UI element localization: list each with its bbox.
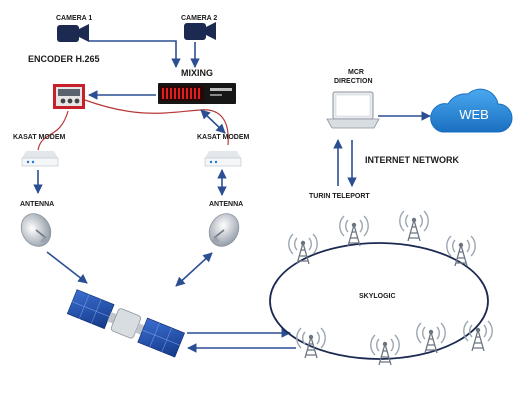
internet-network-label: INTERNET NETWORK: [365, 155, 459, 165]
dish-antenna-icon: [20, 213, 52, 247]
camera-icon: [57, 24, 89, 42]
kasat-modem-right-label: KASAT MODEM: [197, 134, 250, 141]
mcr-label-line2: DIRECTION: [334, 78, 373, 85]
modem-icon: [21, 151, 59, 167]
camera-2: CAMERA 2: [181, 15, 217, 40]
mixer-icon: [158, 83, 236, 104]
camera1-to-mixer-arrow: [89, 40, 181, 68]
tower-icon: [339, 215, 369, 247]
mixing-label: MIXING: [181, 68, 213, 78]
cloud-icon: [430, 88, 513, 133]
skylogic-ring: [269, 242, 489, 360]
tower-icon: [296, 327, 326, 359]
antenna-left-label: ANTENNA: [20, 201, 54, 208]
camera-1-label: CAMERA 1: [56, 15, 92, 22]
teleport-label: TURIN TELEPORT: [309, 193, 370, 200]
encoder-icon: [53, 84, 85, 109]
modem-icon: [204, 151, 242, 167]
satellite-icon: [66, 289, 185, 358]
camera-2-label: CAMERA 2: [181, 15, 217, 22]
satellite-antenna-right-arrow: [175, 252, 213, 287]
mcr-label-line1: MCR: [348, 69, 364, 76]
camera-1: CAMERA 1: [56, 15, 92, 42]
web-label: WEB: [459, 107, 489, 122]
antenna-right-label: ANTENNA: [209, 201, 243, 208]
kasat-modem-left-label: KASAT MODEM: [13, 134, 66, 141]
tower-icon: [399, 210, 429, 242]
laptop-icon: [326, 91, 380, 129]
camera-icon: [184, 22, 216, 40]
tower-icon: [446, 235, 476, 267]
encoder-cable: [37, 110, 69, 151]
antenna-left-to-satellite-arrow: [46, 251, 88, 284]
mixer-modem-right-arrow: [200, 109, 226, 134]
encoder-label: ENCODER H.265: [28, 54, 100, 64]
tower-icon: [370, 334, 400, 366]
skylogic-label: SKYLOGIC: [359, 293, 396, 300]
dish-antenna-icon: [208, 213, 240, 247]
